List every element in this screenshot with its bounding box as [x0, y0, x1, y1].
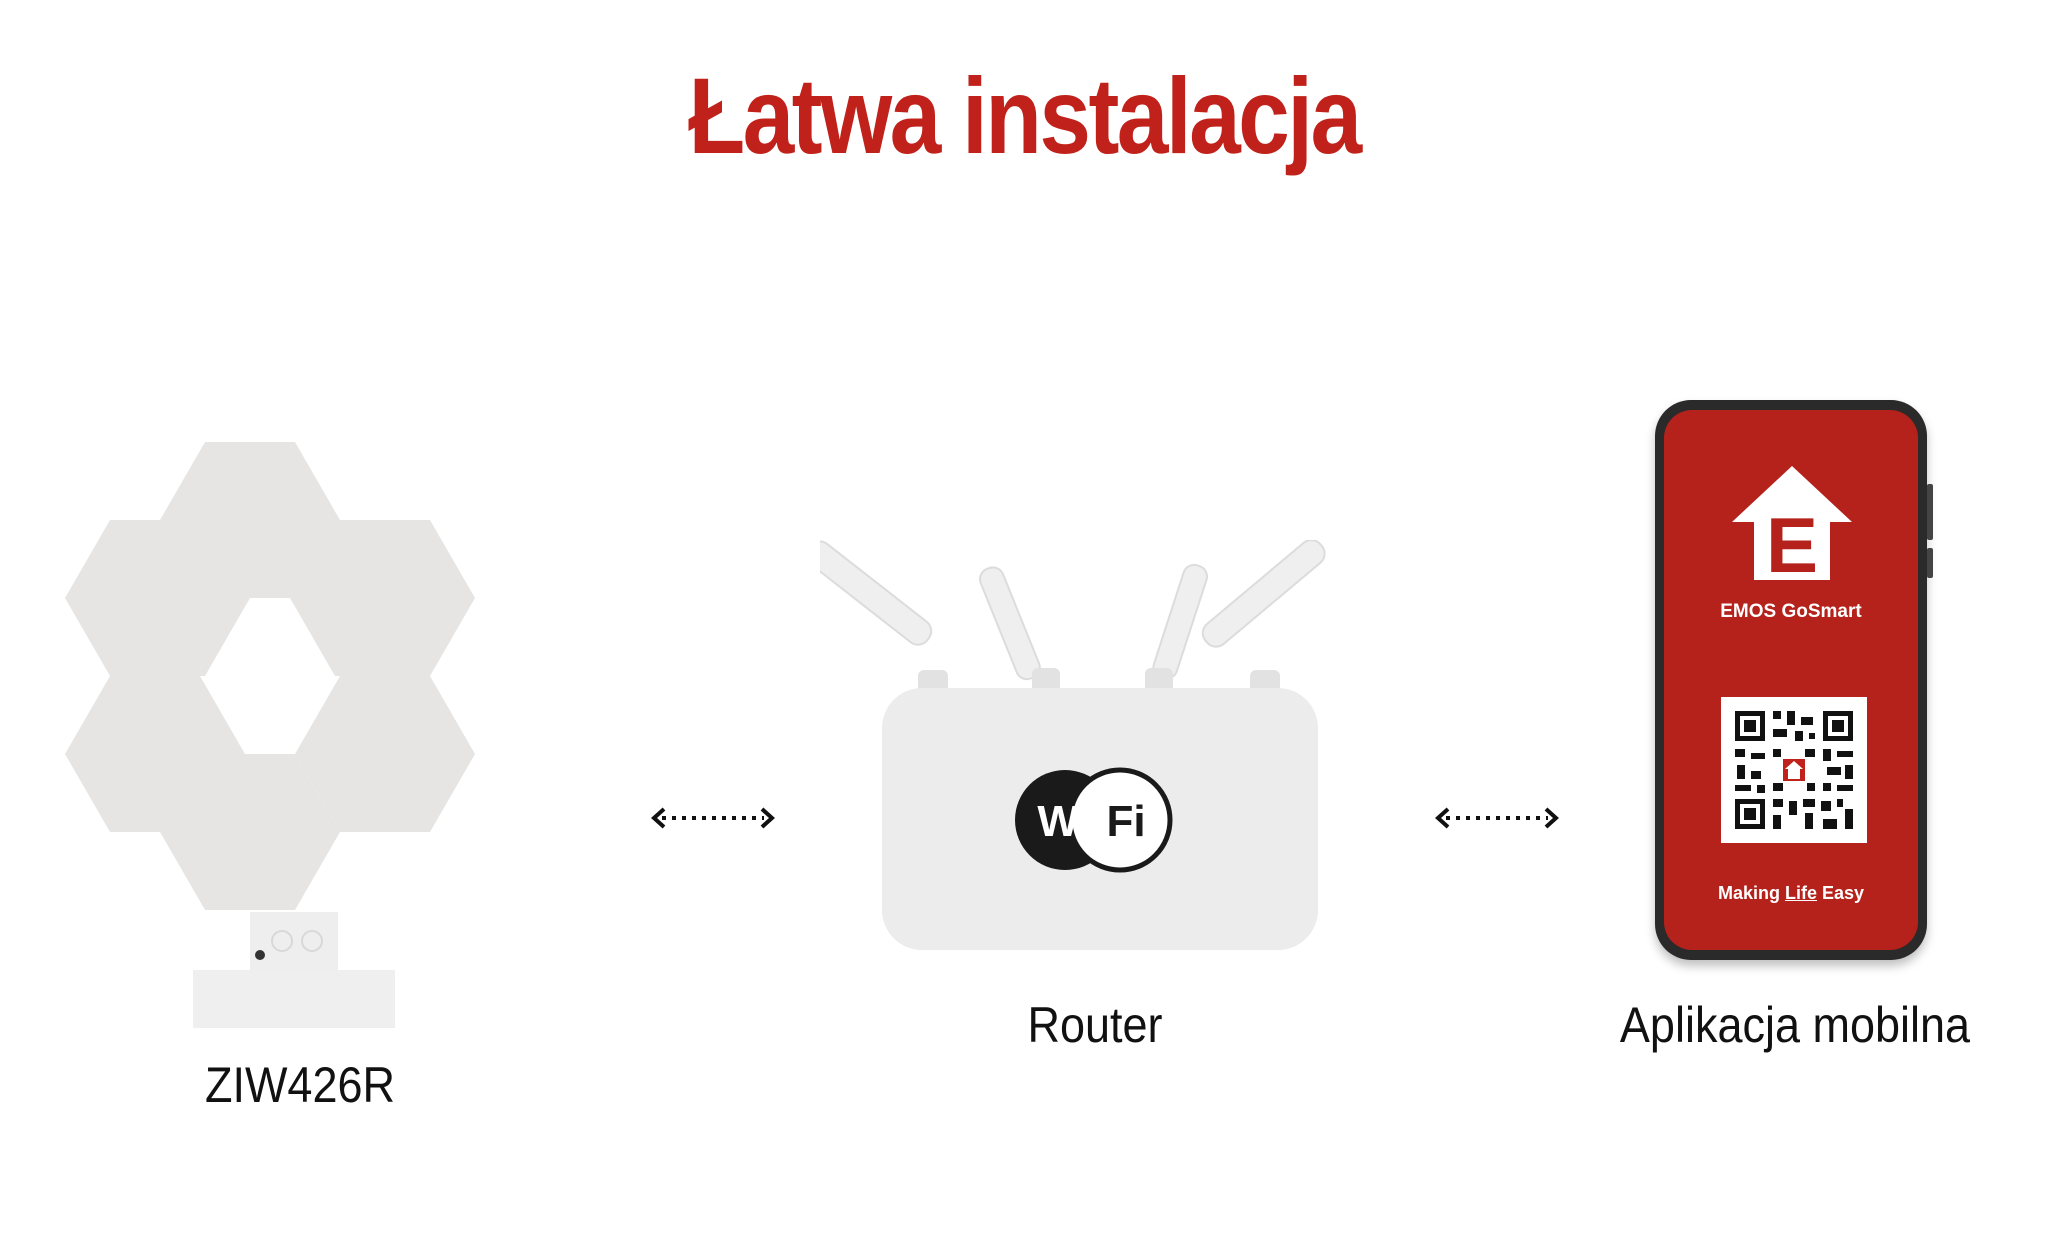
arrow-left-icon	[1435, 807, 1450, 829]
arrow-right-icon	[1544, 807, 1559, 829]
antenna	[1152, 563, 1209, 680]
phone-screen: E EMOS GoSmart	[1664, 410, 1918, 950]
lamp-button	[271, 930, 293, 952]
hex-panel-upper-left	[65, 520, 250, 676]
lamp-mic-hole	[255, 950, 265, 960]
wifi-badge-fi: Fi	[1106, 797, 1145, 846]
app-caption: Aplikacja mobilna	[1619, 997, 1971, 1053]
antenna	[1201, 540, 1326, 648]
app-slogan-underlined: Life	[1784, 883, 1817, 903]
phone-side-button	[1927, 548, 1933, 578]
hex-panel-bottom	[160, 754, 340, 910]
lamp-button	[301, 930, 323, 952]
app-brand-name: EMOS GoSmart	[1720, 601, 1862, 622]
lamp-caption: ZIW426R	[204, 1057, 396, 1113]
hex-panel-upper-right	[290, 520, 475, 676]
connector-router-app	[1435, 807, 1559, 829]
smartphone-icon: E EMOS GoSmart	[1655, 400, 1933, 960]
logo-letter: E	[1766, 501, 1818, 586]
qr-code-icon	[1721, 697, 1867, 843]
wifi-badge-wi: Wi	[1037, 797, 1090, 846]
arrow-right-icon	[760, 807, 775, 829]
wifi-router-icon: Wi Fi	[820, 540, 1326, 950]
router-caption: Router	[1027, 997, 1163, 1053]
app-slogan: Making Life Easy	[1664, 884, 1918, 902]
connector-lamp-router	[651, 807, 775, 829]
phone-side-button	[1927, 484, 1933, 540]
antenna	[978, 566, 1041, 681]
lamp-control-box	[250, 912, 338, 970]
page-title: Łatwa instalacja	[688, 55, 1362, 176]
hex-panel-lower-right	[295, 676, 475, 832]
app-slogan-suffix: Easy	[1816, 883, 1865, 903]
lamp-base	[193, 970, 395, 1028]
hexagon-lamp-icon	[65, 442, 475, 1028]
arrow-left-icon	[651, 807, 666, 829]
antenna	[820, 540, 933, 646]
app-slogan-prefix: Making	[1717, 883, 1785, 903]
wifi-badge-right	[1067, 767, 1173, 873]
emos-house-logo-icon: E	[1732, 466, 1852, 586]
